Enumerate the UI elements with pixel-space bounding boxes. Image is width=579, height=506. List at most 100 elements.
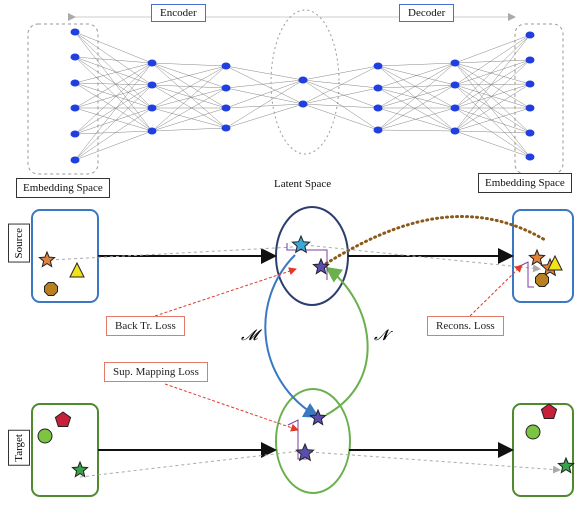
network-edge	[74, 62, 153, 109]
network-edge	[74, 82, 153, 86]
reconstruction-loss-label: Recons. Loss	[427, 316, 504, 336]
network-edge	[225, 103, 304, 129]
network-edge	[454, 34, 531, 132]
network-node	[450, 81, 460, 89]
latent-source-purple-star	[312, 257, 330, 275]
network-node	[221, 124, 231, 132]
network-node	[373, 126, 383, 134]
mapping-n-arrow	[325, 266, 369, 416]
network-edge	[225, 65, 304, 105]
back-translation-loss-label: Back Tr. Loss	[106, 316, 185, 336]
network-edge	[74, 56, 153, 86]
decoder-label: Decoder	[399, 4, 455, 22]
network-edge	[151, 87, 227, 132]
network-edge	[302, 79, 379, 109]
network-edge	[377, 84, 456, 131]
network-edge	[225, 87, 304, 105]
latent-target-purple-star	[309, 408, 327, 426]
network-node	[525, 31, 535, 39]
network-edge	[454, 34, 531, 86]
reconstruction-dotted-curve	[320, 215, 547, 268]
network-edge	[454, 107, 531, 134]
network-edge	[74, 56, 153, 64]
network-edge	[302, 79, 379, 131]
network-node	[373, 62, 383, 70]
network-edge	[151, 127, 227, 132]
network-node	[373, 104, 383, 112]
network-edge	[454, 62, 531, 109]
network-edge	[74, 56, 153, 109]
back-translation-pointer	[154, 267, 297, 317]
network-node	[70, 53, 80, 61]
network-edge	[454, 83, 531, 86]
network-edge	[454, 34, 531, 109]
network-edge	[151, 62, 227, 67]
network-edge	[74, 84, 153, 135]
network-node	[373, 84, 383, 92]
latent-label: Latent Space	[270, 177, 336, 191]
network-edge	[302, 65, 379, 105]
network-node	[70, 156, 80, 164]
autoencoder-network	[27, 9, 564, 175]
network-edge	[151, 84, 227, 129]
network-edge	[74, 62, 153, 135]
network-edge	[377, 107, 456, 132]
network-edge	[151, 107, 227, 129]
network-node	[70, 130, 80, 138]
network-edge	[454, 84, 531, 109]
network-edge	[454, 107, 531, 132]
mapping-n-symbol: 𝓝	[374, 326, 389, 344]
network-edge	[454, 59, 531, 132]
network-node	[70, 104, 80, 112]
mapping-m-symbol: 𝓜	[241, 326, 258, 344]
network-node	[525, 56, 535, 64]
network-node	[221, 62, 231, 70]
network-edge	[74, 130, 153, 135]
network-edge	[302, 103, 379, 131]
network-edge	[454, 62, 531, 158]
network-edge	[225, 79, 304, 129]
network-node	[147, 59, 157, 67]
network-edge	[454, 130, 531, 134]
network-edge	[454, 59, 531, 86]
network-edge	[74, 84, 153, 109]
network-edge	[74, 107, 153, 161]
network-edge	[377, 65, 456, 132]
network-node	[147, 81, 157, 89]
supervised-mapping-loss-label: Sup. Mapping Loss	[104, 362, 208, 382]
network-edge	[225, 79, 304, 89]
network-edge	[151, 65, 227, 109]
output-orange-star	[528, 248, 546, 266]
output-yellow-triangle	[547, 254, 563, 271]
network-edge	[151, 87, 227, 109]
network-edge	[151, 84, 227, 109]
network-node	[221, 84, 231, 92]
source-orange-star	[38, 250, 56, 268]
network-edge	[74, 82, 153, 109]
network-edge	[377, 62, 456, 109]
source-label: Source	[8, 224, 30, 263]
network-edge	[74, 31, 153, 132]
network-edge	[74, 82, 153, 132]
source-brown-octagon	[44, 282, 58, 296]
network-node	[147, 104, 157, 112]
network-edge	[74, 62, 153, 84]
embedding-shapes	[37, 234, 575, 478]
target-green-star	[71, 460, 89, 478]
output-brown-octagon	[535, 273, 549, 287]
network-edge	[74, 31, 153, 109]
latent-target-purple-star-2	[295, 442, 315, 462]
network-edge	[454, 62, 531, 85]
network-edge	[74, 62, 153, 161]
target-red-pentagon	[54, 411, 72, 427]
network-edge	[454, 107, 531, 158]
network-edge	[225, 79, 304, 109]
network-edge	[74, 107, 153, 135]
network-edge	[377, 87, 456, 109]
recon-loss-bracket	[521, 261, 534, 288]
network-node	[298, 100, 308, 108]
network-edges	[74, 31, 531, 161]
network-edge	[377, 84, 456, 89]
network-edge	[377, 62, 456, 131]
